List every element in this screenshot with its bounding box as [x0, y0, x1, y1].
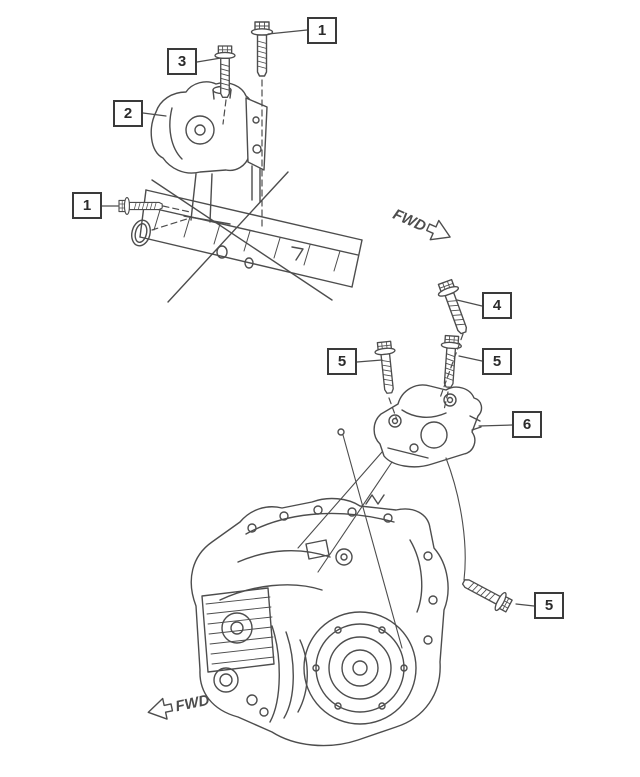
callout-label: 2 [123, 105, 133, 122]
callout-1-left[interactable]: 1 [72, 192, 102, 219]
callout-label: 4 [492, 297, 502, 314]
fwd-arrow-bottom: FWD [147, 692, 211, 720]
callout-3[interactable]: 3 [167, 48, 197, 75]
fwd-arrow-top: FWD [390, 206, 451, 241]
callout-2[interactable]: 2 [113, 100, 143, 127]
transmission-art [190, 494, 449, 747]
callout-leader-lines [101, 29, 535, 607]
bolt-5-right-art [437, 334, 463, 389]
o-ring-art [131, 219, 151, 247]
bolt-4-art [434, 277, 475, 338]
assembly-centerlines [151, 79, 464, 421]
callout-6[interactable]: 6 [512, 411, 542, 438]
callout-label: 1 [82, 197, 92, 214]
frame-rail-art [139, 171, 363, 303]
bolt-1-left-art [118, 197, 163, 215]
bolt-5-left-art [373, 340, 400, 395]
callout-label: 5 [337, 353, 347, 370]
callout-label: 6 [522, 416, 532, 433]
callout-5-left[interactable]: 5 [327, 348, 357, 375]
bolt-5-bottom-art [458, 572, 515, 616]
callout-1-top[interactable]: 1 [307, 17, 337, 44]
callout-label: 5 [492, 353, 502, 370]
engine-mount-art [150, 81, 268, 203]
mount-bracket-art [337, 384, 483, 468]
callout-5-bottom[interactable]: 5 [534, 592, 564, 619]
bolt-1-top-art [250, 21, 274, 77]
fwd-label-top: FWD [390, 206, 428, 235]
reference-lines [297, 434, 466, 649]
bolts-art [118, 21, 515, 616]
fwd-label-bottom: FWD [174, 692, 211, 716]
callout-4[interactable]: 4 [482, 292, 512, 319]
callout-5-right[interactable]: 5 [482, 348, 512, 375]
callout-label: 3 [177, 53, 187, 70]
callout-label: 1 [317, 22, 327, 39]
callout-label: 5 [544, 597, 554, 614]
